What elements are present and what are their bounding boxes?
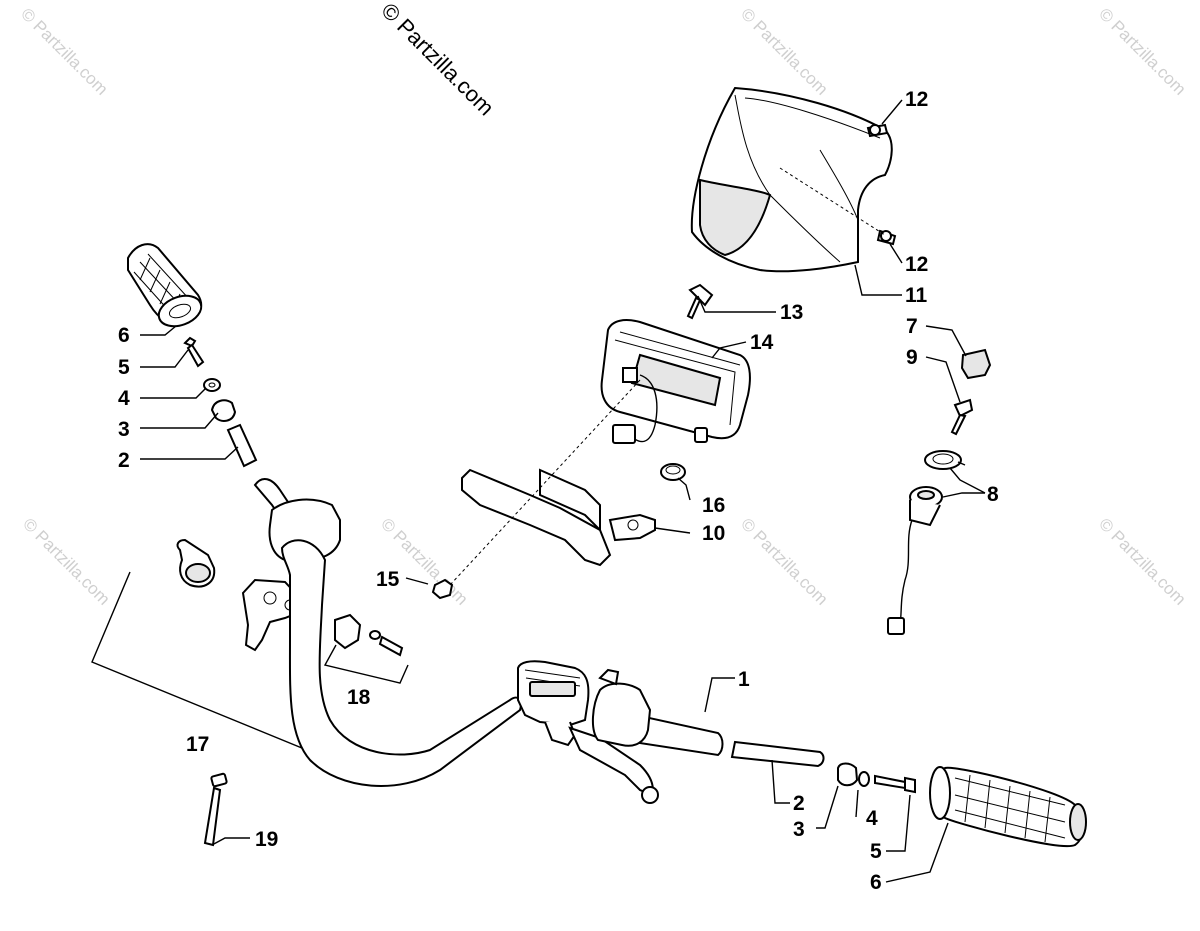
callout-17[interactable]: 17: [186, 733, 209, 756]
watermark: © Partzilla.com: [377, 514, 471, 608]
gauge-bracket[interactable]: [461, 468, 656, 567]
callout-18[interactable]: 18: [347, 686, 371, 709]
leader-lines: [140, 99, 986, 883]
callout-8[interactable]: 8: [987, 483, 999, 506]
callout-5-right[interactable]: 5: [870, 840, 882, 863]
right-bar-end-bolt[interactable]: [874, 774, 916, 794]
right-grip-sleeve[interactable]: [730, 740, 825, 768]
callout-6-left[interactable]: 6: [118, 324, 130, 347]
callout-5-left[interactable]: 5: [118, 356, 130, 379]
callout-10[interactable]: 10: [702, 522, 725, 545]
left-grip[interactable]: [127, 243, 205, 332]
callout-4-left[interactable]: 4: [118, 387, 130, 410]
left-bar-end-weight[interactable]: [210, 399, 237, 422]
gauge-post[interactable]: [694, 427, 708, 443]
visor-screw-bottom[interactable]: [876, 229, 897, 246]
left-bar-end-bolt[interactable]: [183, 336, 205, 368]
gauge-wire-connector[interactable]: [612, 367, 658, 444]
gauge-grommet[interactable]: [660, 463, 686, 481]
callout-11[interactable]: 11: [905, 284, 928, 307]
callout-3-right[interactable]: 3: [793, 818, 805, 841]
brake-master-cylinder-right[interactable]: [517, 660, 590, 747]
copyright-text: © Partzilla.com: [376, 0, 499, 120]
ignition-switch[interactable]: [887, 486, 943, 635]
throttle-cable-end[interactable]: [203, 772, 228, 847]
callout-19[interactable]: 19: [255, 828, 278, 851]
visor-screw-top[interactable]: [866, 123, 889, 138]
watermark: © Partzilla.com: [19, 514, 113, 608]
callout-15[interactable]: 15: [376, 568, 400, 591]
callout-13[interactable]: 13: [780, 301, 803, 324]
switch-housing-right[interactable]: [592, 668, 652, 747]
callout-4-right[interactable]: 4: [866, 807, 878, 830]
watermark: © Partzilla.com: [737, 4, 831, 98]
bracket-nut[interactable]: [431, 578, 454, 600]
callout-3-left[interactable]: 3: [118, 418, 130, 441]
watermark: © Partzilla.com: [737, 514, 831, 608]
callout-14[interactable]: 14: [750, 331, 774, 354]
throttle-lever[interactable]: [176, 538, 216, 588]
watermark: © Partzilla.com: [17, 4, 111, 98]
callout-1[interactable]: 1: [738, 668, 750, 691]
clamp-bracket[interactable]: [334, 613, 404, 657]
callout-12-top[interactable]: 12: [905, 88, 928, 111]
key-cap[interactable]: [960, 348, 992, 380]
brake-lever[interactable]: [568, 726, 659, 804]
right-grip[interactable]: [929, 766, 1087, 848]
watermark: © Partzilla.com: [1095, 514, 1189, 608]
speedometer-gauge[interactable]: [600, 319, 751, 440]
callout-9[interactable]: 9: [906, 346, 918, 369]
right-washer[interactable]: [858, 771, 870, 787]
right-bar-end-weight[interactable]: [837, 762, 859, 787]
left-bar-end-sleeve[interactable]: [226, 423, 258, 468]
callout-12-bottom[interactable]: 12: [905, 253, 928, 276]
callout-2-left[interactable]: 2: [118, 449, 130, 472]
callout-7[interactable]: 7: [906, 315, 918, 338]
callout-16[interactable]: 16: [702, 494, 725, 517]
handlebar[interactable]: [280, 539, 724, 787]
group-bracket-18: [323, 644, 409, 684]
callout-2-right[interactable]: 2: [793, 792, 805, 815]
ignition-bezel[interactable]: [924, 450, 962, 470]
left-washer[interactable]: [203, 378, 221, 392]
callout-6-right[interactable]: 6: [870, 871, 882, 894]
visor-cover[interactable]: [690, 86, 893, 273]
callout-labels: 1 2 2 3 3 4 4 5 5 6 6 7 8 9 10 11 12 12 …: [118, 88, 999, 894]
ignition-key[interactable]: [950, 398, 974, 436]
watermark: © Partzilla.com: [1095, 4, 1189, 98]
